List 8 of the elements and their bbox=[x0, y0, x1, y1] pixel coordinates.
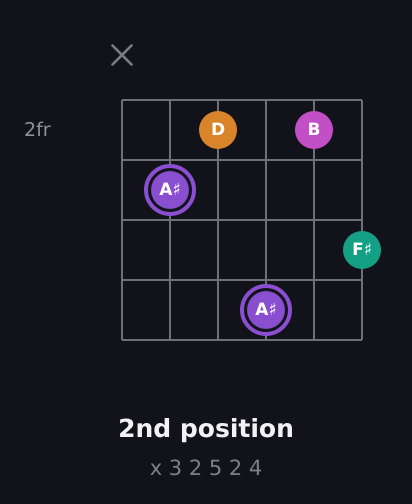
note-dot: D bbox=[199, 111, 237, 149]
fingering-label: x 3 2 5 2 4 bbox=[150, 456, 262, 482]
note-dot: B bbox=[295, 111, 333, 149]
root-note-dot: A♯ bbox=[240, 284, 292, 336]
chord-title: 2nd position bbox=[118, 414, 294, 444]
note-dot: F♯ bbox=[343, 231, 381, 269]
root-note-dot: A♯ bbox=[144, 164, 196, 216]
fret-number-label: 2fr bbox=[24, 118, 51, 142]
